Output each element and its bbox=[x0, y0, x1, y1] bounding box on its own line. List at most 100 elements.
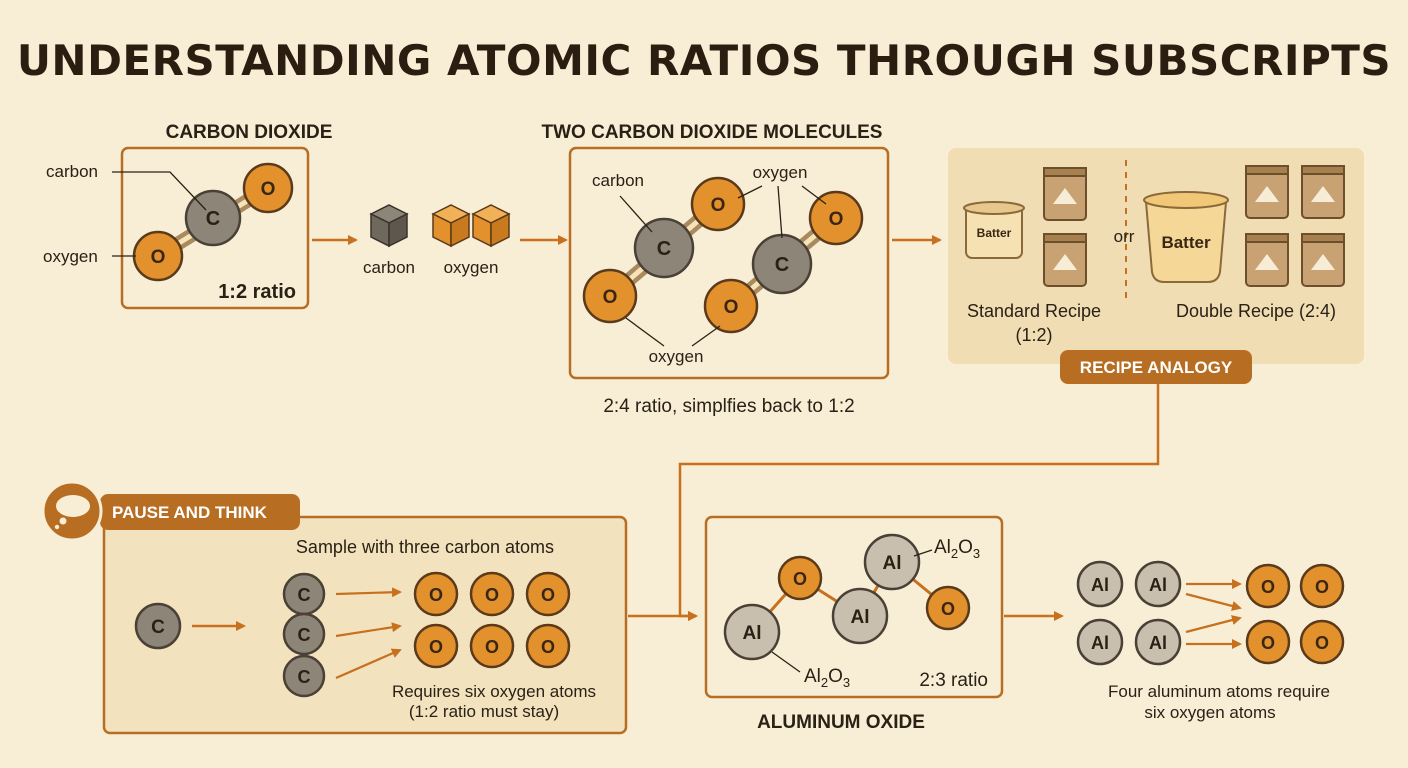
atom-letter: O bbox=[724, 297, 739, 318]
pause-carbon-single: C bbox=[134, 602, 182, 650]
pause-arrow bbox=[335, 622, 402, 638]
atom-letter: O bbox=[485, 585, 499, 605]
flour-bag-icon bbox=[1043, 167, 1087, 221]
flour-bag-icon bbox=[1043, 233, 1087, 287]
atom-letter: Al bbox=[1091, 575, 1109, 595]
co2-carbon-atom: C bbox=[184, 189, 242, 247]
flour-bag-icon bbox=[1245, 233, 1289, 287]
co2-molecule: O C O bbox=[132, 162, 294, 282]
aluminum-atom-grid: Al Al Al Al bbox=[1076, 560, 1182, 666]
leader-line bbox=[625, 317, 665, 347]
page-title: UNDERSTANDING ATOMIC RATIOS THROUGH SUBS… bbox=[16, 36, 1392, 85]
leader-line bbox=[737, 185, 763, 199]
atom-letter: Al bbox=[743, 623, 762, 644]
pause-panel bbox=[102, 515, 628, 735]
atom-letter: O bbox=[793, 569, 807, 589]
recipe-badge-label: RECIPE ANALOGY bbox=[1080, 358, 1233, 377]
atom-letter: O bbox=[485, 637, 499, 657]
atom-letter: C bbox=[206, 208, 220, 230]
thought-bubble-icon bbox=[41, 480, 103, 542]
atom-letter: C bbox=[775, 254, 789, 276]
atom-letter: C bbox=[298, 585, 311, 605]
atom-letter: O bbox=[541, 637, 555, 657]
pause-caption-line1: Requires six oxygen atoms bbox=[392, 682, 596, 701]
two-co2-oxygen-top-label: oxygen bbox=[753, 163, 808, 182]
cube-carbon-label: carbon bbox=[363, 258, 415, 277]
al2o3-molecule: Al O Al Al O bbox=[723, 533, 971, 661]
two-co2-caption: 2:4 ratio, simplfies back to 1:2 bbox=[603, 396, 854, 417]
al2o3-heading: ALUMINUM OXIDE bbox=[757, 712, 925, 733]
co2-heading: CARBON DIOXIDE bbox=[166, 122, 333, 143]
al2o3-formula-bottom: Al2O3 bbox=[804, 666, 850, 690]
al2o3-ratio: 2:3 ratio bbox=[919, 670, 988, 691]
pause-badge-label: PAUSE AND THINK bbox=[112, 503, 268, 522]
atom-letter: O bbox=[541, 585, 555, 605]
carbon-cube-icon bbox=[369, 204, 409, 248]
atom-letter: Al bbox=[1149, 575, 1167, 595]
flour-bag-icon bbox=[1301, 165, 1345, 219]
atom-letter: O bbox=[829, 209, 844, 230]
standard-recipe-ratio: (1:2) bbox=[1015, 325, 1052, 345]
oxygen-cube-icon bbox=[431, 204, 471, 248]
atom-letter: Al bbox=[851, 607, 870, 628]
recipe-analogy-badge: RECIPE ANALOGY bbox=[1060, 350, 1252, 384]
flour-bag-icon bbox=[1245, 165, 1289, 219]
group-caption-line2: six oxygen atoms bbox=[1144, 703, 1275, 722]
co2-molecule-a: O C O bbox=[582, 176, 746, 324]
leader-line bbox=[801, 185, 827, 205]
cube-oxygen-label: oxygen bbox=[444, 258, 499, 277]
leader-line bbox=[691, 325, 721, 347]
pause-badge: PAUSE AND THINK bbox=[100, 494, 300, 530]
atom-letter: C bbox=[657, 238, 671, 260]
atom-letter: O bbox=[429, 637, 443, 657]
standard-recipe-label: Standard Recipe bbox=[967, 301, 1101, 321]
batter-bowl-large-icon: Batter bbox=[1143, 191, 1229, 283]
atom-letter: O bbox=[151, 247, 166, 268]
oxygen-cube-icon bbox=[471, 204, 511, 248]
atom-letter: O bbox=[1315, 577, 1329, 597]
al2o3-formula-top: Al2O3 bbox=[934, 537, 980, 561]
co2-carbon-label: carbon bbox=[46, 162, 98, 181]
atom-letter: Al bbox=[1091, 633, 1109, 653]
atom-letter: C bbox=[298, 625, 311, 645]
co2-oxygen-label: oxygen bbox=[43, 247, 98, 266]
pause-arrow bbox=[335, 587, 402, 598]
pause-arrow bbox=[335, 648, 402, 680]
leader-line bbox=[777, 185, 783, 239]
pause-carbon-column: C C C bbox=[282, 572, 326, 698]
leader-line bbox=[771, 651, 801, 673]
atom-letter: O bbox=[603, 287, 618, 308]
atom-letter: O bbox=[1261, 633, 1275, 653]
co2-molecule-b: O C O bbox=[703, 190, 864, 334]
atom-letter: Al bbox=[1149, 633, 1167, 653]
leader-line bbox=[619, 195, 653, 233]
atom-letter: Al bbox=[883, 553, 902, 574]
atom-letter: O bbox=[1261, 577, 1275, 597]
group-arrow bbox=[1185, 615, 1242, 634]
co2-oxygen-atom-left: O bbox=[132, 230, 184, 282]
two-co2-panel bbox=[568, 146, 890, 380]
pause-caption-line2: (1:2 ratio must stay) bbox=[409, 702, 559, 721]
leader-line bbox=[112, 171, 207, 211]
leader-line bbox=[913, 549, 933, 557]
recipe-or-text: orr bbox=[1114, 227, 1135, 246]
two-co2-oxygen-bottom-label: oxygen bbox=[649, 347, 704, 366]
batter-cup-small-icon: Batter bbox=[963, 201, 1025, 259]
atom-letter: C bbox=[151, 617, 165, 638]
flour-bag-icon bbox=[1301, 233, 1345, 287]
co2-ratio: 1:2 ratio bbox=[218, 281, 296, 303]
group-oxygen-grid: O O O O bbox=[1245, 563, 1345, 665]
pause-oxygen-grid: O O O O O O bbox=[413, 571, 571, 669]
group-arrow bbox=[1185, 592, 1242, 611]
atom-letter: O bbox=[711, 195, 726, 216]
atom-letter: O bbox=[941, 599, 955, 619]
atom-letter: C bbox=[298, 667, 311, 687]
two-co2-carbon-label: carbon bbox=[592, 171, 644, 190]
batter-small-label: Batter bbox=[977, 226, 1012, 240]
group-caption-line1: Four aluminum atoms require bbox=[1108, 682, 1330, 701]
batter-large-label: Batter bbox=[1161, 233, 1211, 252]
two-co2-heading: TWO CARBON DIOXIDE MOLECULES bbox=[542, 122, 883, 143]
double-recipe-label: Double Recipe (2:4) bbox=[1176, 301, 1336, 321]
